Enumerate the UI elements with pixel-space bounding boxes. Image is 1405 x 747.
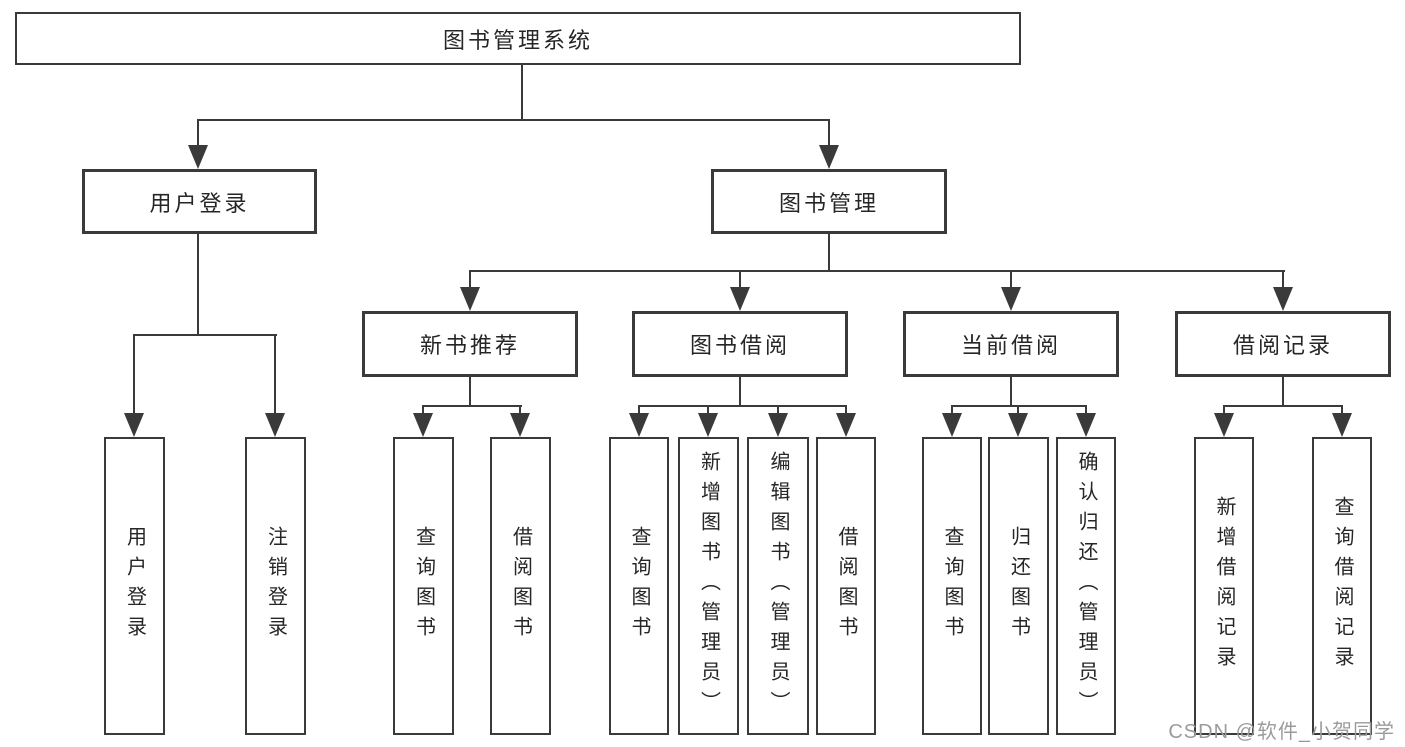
node-user-login: 用户登录 — [82, 169, 317, 234]
arrow-down-icon — [413, 413, 433, 437]
connector-line — [1341, 405, 1343, 415]
arrow-down-icon — [768, 413, 788, 437]
arrow-down-icon — [460, 287, 480, 311]
connector-line — [1282, 270, 1284, 287]
arrow-down-icon — [124, 413, 144, 437]
connector-line — [519, 405, 521, 415]
arrow-down-icon — [510, 413, 530, 437]
connector-line — [828, 119, 830, 147]
arrow-down-icon — [265, 413, 285, 437]
connector-line — [951, 405, 1087, 407]
connector-line — [777, 405, 779, 415]
arrow-down-icon — [942, 413, 962, 437]
node-root: 图书管理系统 — [15, 12, 1021, 65]
arrow-down-icon — [1273, 287, 1293, 311]
leaf-newbook-query: 查询图书 — [393, 437, 454, 735]
arrow-down-icon — [1332, 413, 1352, 437]
connector-line — [274, 334, 276, 413]
arrow-down-icon — [1076, 413, 1096, 437]
arrow-down-icon — [819, 145, 839, 169]
leaf-newbook-borrow: 借阅图书 — [490, 437, 551, 735]
connector-line — [422, 405, 424, 415]
csdn-watermark: CSDN @软件_小贺同学 — [1168, 721, 1395, 743]
connector-line — [469, 270, 1285, 272]
connector-line — [1017, 405, 1019, 415]
leaf-current-query: 查询图书 — [922, 437, 982, 735]
leaf-user-login: 用户登录 — [104, 437, 165, 735]
connector-line — [1223, 405, 1343, 407]
connector-line — [1282, 377, 1284, 406]
leaf-user-logout: 注销登录 — [245, 437, 306, 735]
arrow-down-icon — [730, 287, 750, 311]
arrow-down-icon — [698, 413, 718, 437]
connector-line — [197, 119, 199, 147]
leaf-record-add: 新增借阅记录 — [1194, 437, 1254, 735]
connector-line — [1223, 405, 1225, 415]
connector-line — [422, 405, 522, 407]
node-new-book: 新书推荐 — [362, 311, 578, 377]
connector-line — [739, 270, 741, 287]
connector-line — [951, 405, 953, 415]
arrow-down-icon — [836, 413, 856, 437]
connector-line — [133, 334, 135, 413]
connector-line — [828, 234, 830, 270]
arrow-down-icon — [1008, 413, 1028, 437]
connector-line — [845, 405, 847, 415]
leaf-borrow-add: 新增图书（管理员） — [678, 437, 739, 735]
arrow-down-icon — [188, 145, 208, 169]
node-book-borrow: 图书借阅 — [632, 311, 848, 377]
connector-line — [739, 377, 741, 406]
connector-line — [1010, 270, 1012, 287]
arrow-down-icon — [1001, 287, 1021, 311]
leaf-record-query: 查询借阅记录 — [1312, 437, 1372, 735]
connector-line — [133, 334, 277, 336]
leaf-borrow-query: 查询图书 — [609, 437, 669, 735]
node-borrow-record: 借阅记录 — [1175, 311, 1391, 377]
node-current-borrow: 当前借阅 — [903, 311, 1119, 377]
leaf-borrow-borrow: 借阅图书 — [816, 437, 876, 735]
connector-line — [469, 377, 471, 406]
connector-line — [197, 119, 830, 121]
leaf-current-return: 归还图书 — [988, 437, 1049, 735]
connector-line — [1010, 377, 1012, 406]
node-book-mgmt: 图书管理 — [711, 169, 947, 234]
connector-line — [197, 234, 199, 335]
connector-line — [1085, 405, 1087, 415]
connector-line — [469, 270, 471, 287]
arrow-down-icon — [1214, 413, 1234, 437]
connector-line — [521, 65, 523, 119]
arrow-down-icon — [629, 413, 649, 437]
leaf-borrow-edit: 编辑图书（管理员） — [747, 437, 809, 735]
connector-line — [707, 405, 709, 415]
connector-line — [638, 405, 847, 407]
connector-line — [638, 405, 640, 415]
leaf-current-confirm: 确认归还（管理员） — [1056, 437, 1116, 735]
